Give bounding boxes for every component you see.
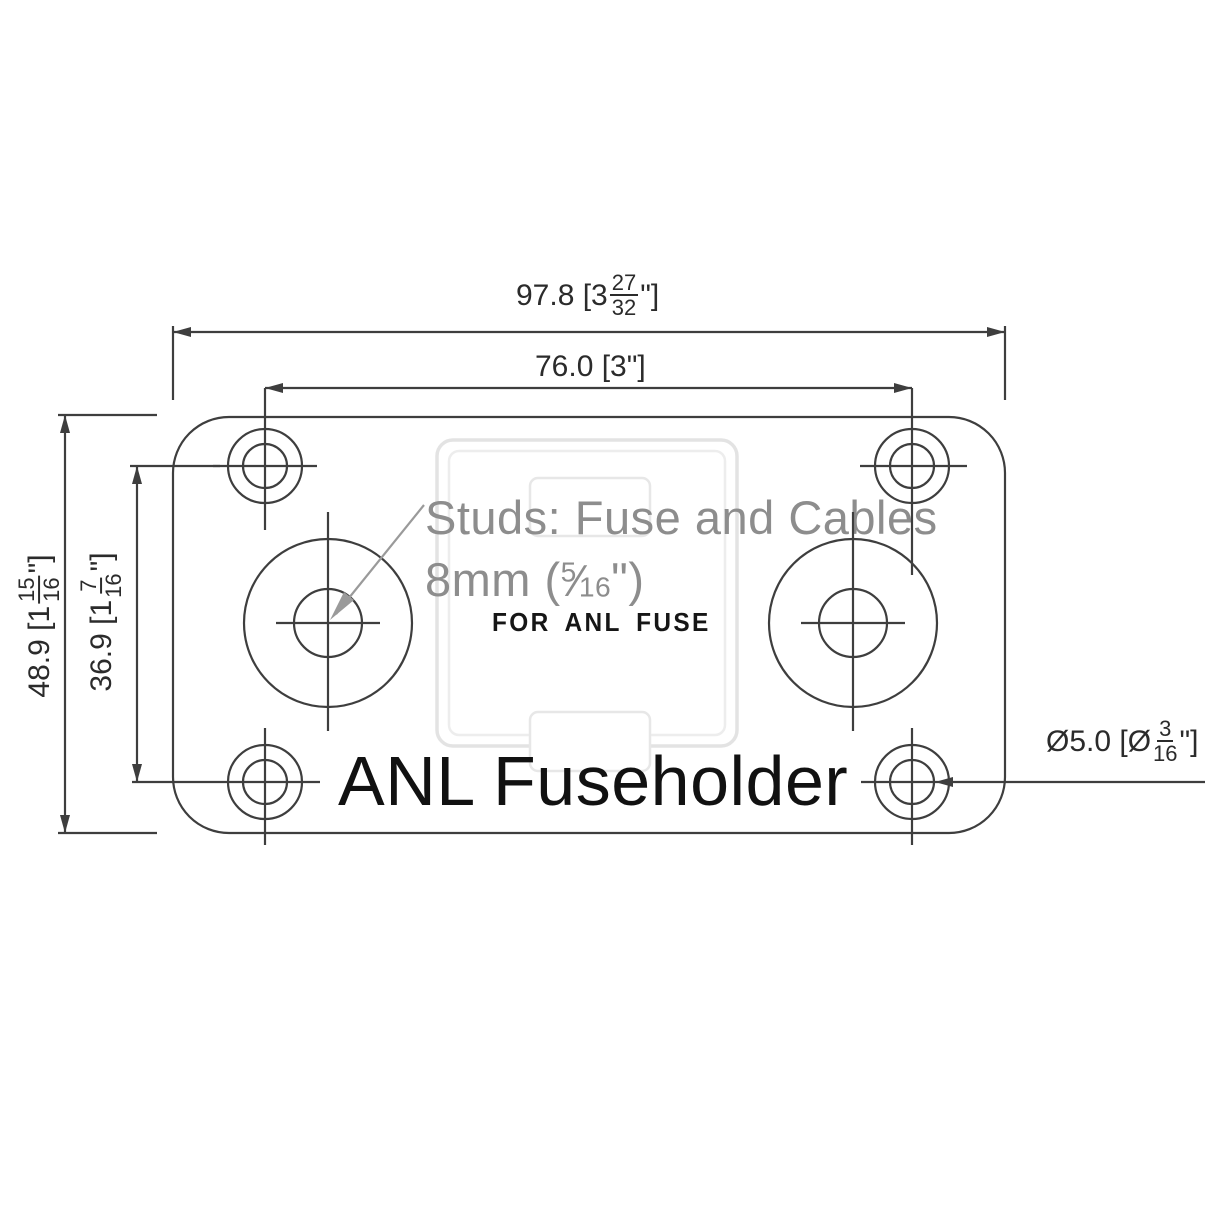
overall-height-value: 48.9 [1 <box>23 605 56 698</box>
mount-hole-bottom-left <box>132 728 320 845</box>
overall-height-frac-num: 15 <box>14 575 41 604</box>
overall-width-suffix: "] <box>640 278 660 312</box>
hole-spacing-suffix: "] <box>85 552 118 572</box>
overall-height-suffix: "] <box>23 554 56 574</box>
engraving-text: FOR ANL FUSE <box>492 607 711 637</box>
studs-note-line2: 8mm (5⁄16") <box>425 556 645 605</box>
stud-size-frac-num: 5 <box>560 555 577 588</box>
hole-diameter-value: Ø5.0 [Ø <box>1046 724 1152 758</box>
dimension-overall-width-lines <box>171 326 1007 400</box>
overall-height-frac-den: 16 <box>39 577 65 602</box>
engraving-for-anl-fuse: FOR ANL FUSE <box>492 607 711 638</box>
hole-diameter-frac-den: 16 <box>1153 741 1178 767</box>
stud-size-frac-slash: ⁄ <box>573 557 582 606</box>
overall-width-frac-num: 27 <box>609 270 639 297</box>
leader-hole-diameter <box>935 777 1205 787</box>
stud-size-suffix: ") <box>611 553 645 606</box>
mount-hole-top-left <box>213 388 317 530</box>
hole-spacing-value: 36.9 [1 <box>85 599 118 692</box>
studs-note-line1: Studs: Fuse and Cables <box>425 494 938 541</box>
stud-size-frac-den: 16 <box>578 570 612 603</box>
mount-hole-top-right <box>860 388 967 575</box>
hole-spacing-frac-den: 16 <box>101 573 127 598</box>
dimension-stud-spacing-lines <box>265 383 912 393</box>
hole-diameter-suffix: "] <box>1179 724 1199 758</box>
studs-note-text: Studs: Fuse and Cables <box>425 491 938 544</box>
stud-size-prefix: 8mm ( <box>425 553 561 606</box>
cover-top-notch <box>528 476 652 538</box>
overall-width-value: 97.8 [3 <box>516 278 608 312</box>
dimension-stud-spacing-label: 76.0 [3"] <box>535 352 646 382</box>
stud-right <box>767 512 939 731</box>
hole-diameter-frac-num: 3 <box>1157 716 1174 743</box>
part-title: ANL Fuseholder <box>338 746 848 816</box>
body-outline <box>171 415 1007 835</box>
dimension-hole-spacing-lines <box>130 464 220 782</box>
stud-left <box>242 512 414 731</box>
overall-width-frac-den: 32 <box>611 295 637 321</box>
leader-studs-note <box>330 504 425 620</box>
hole-spacing-frac-num: 7 <box>76 577 103 594</box>
mount-hole-bottom-right <box>861 728 951 845</box>
dimension-overall-height-lines <box>58 413 157 835</box>
stud-spacing-value: 76.0 [3"] <box>535 350 646 383</box>
part-title-text: ANL Fuseholder <box>338 742 849 820</box>
cover-bottom-notch <box>528 710 652 773</box>
